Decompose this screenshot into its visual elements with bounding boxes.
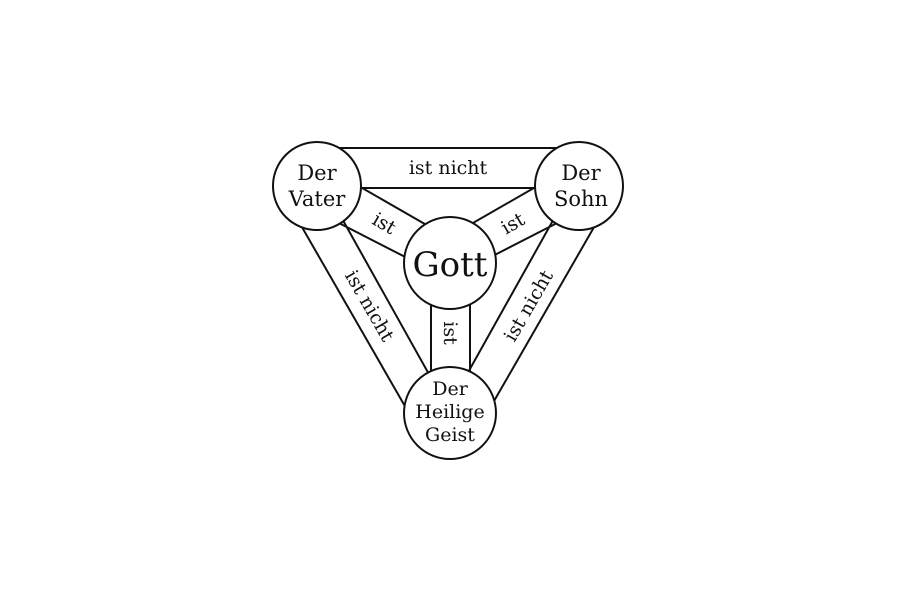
- node-son-circle: [534, 141, 624, 231]
- link-father-son-label: ist nicht: [409, 157, 488, 179]
- link-father-spirit-label: ist nicht: [340, 267, 398, 346]
- spirit-label-line2: Heilige: [415, 401, 484, 423]
- link-spirit-god-label: ist: [439, 321, 461, 345]
- link-father-god-label: ist: [368, 208, 400, 239]
- node-god-circle: [403, 216, 497, 310]
- node-spirit-circle: [403, 366, 497, 460]
- son-label-line1: Der: [561, 161, 601, 185]
- son-label-line2: Sohn: [554, 187, 608, 211]
- spirit-label-line1: Der: [432, 378, 468, 400]
- father-label-line2: Vater: [288, 187, 347, 211]
- link-son-god-label: ist: [497, 208, 529, 239]
- link-father-god: [334, 180, 431, 263]
- link-father-spirit: [294, 214, 436, 416]
- node-father-circle: [272, 141, 362, 231]
- god-label: Gott: [413, 245, 488, 285]
- spirit-label-line3: Geist: [425, 424, 475, 446]
- link-son-spirit: [460, 214, 602, 416]
- father-label-line1: Der: [297, 161, 337, 185]
